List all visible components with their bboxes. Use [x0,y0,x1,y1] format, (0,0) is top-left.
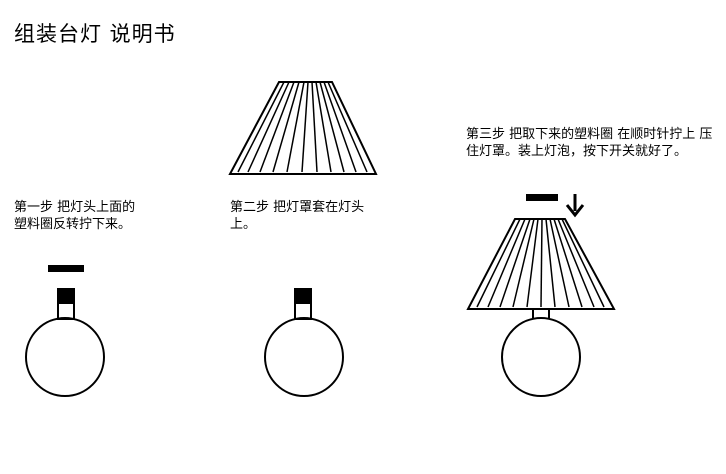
step1-base-ball [25,317,105,397]
step-2-text: 第二步 把灯罩套在灯头上。 [230,200,365,232]
step3-shade-outline [466,218,616,310]
step2-shade-pleats [237,81,368,173]
step3-lamp-neck [532,309,550,318]
step3-base-ball [501,317,581,397]
step2-base-ball [264,317,344,397]
step3-assembled-lamp [466,194,616,397]
step1-plastic-ring [48,265,84,272]
step1-socket-neck [57,302,75,320]
step2-shade-outline [228,81,378,175]
step2-lamp-base [264,288,344,397]
page-title: 组装台灯 说明书 [14,22,176,46]
step1-socket-top [57,288,75,304]
step-1-text: 第一步 把灯头上面的 塑料圈反转拧下来。 [14,200,136,232]
step2-socket-neck [294,302,312,320]
step-3-text: 第三步 把取下来的塑料圈 在顺时针拧上 压住灯罩。装上灯泡，按下开关就好了。 [466,127,713,159]
step2-socket-top [294,288,312,304]
step2-lampshade [228,81,378,175]
step3-shade-pleats [476,218,605,308]
step3-down-arrow-icon [565,194,585,218]
step1-lamp-base [25,265,105,397]
step3-plastic-ring [526,194,558,201]
